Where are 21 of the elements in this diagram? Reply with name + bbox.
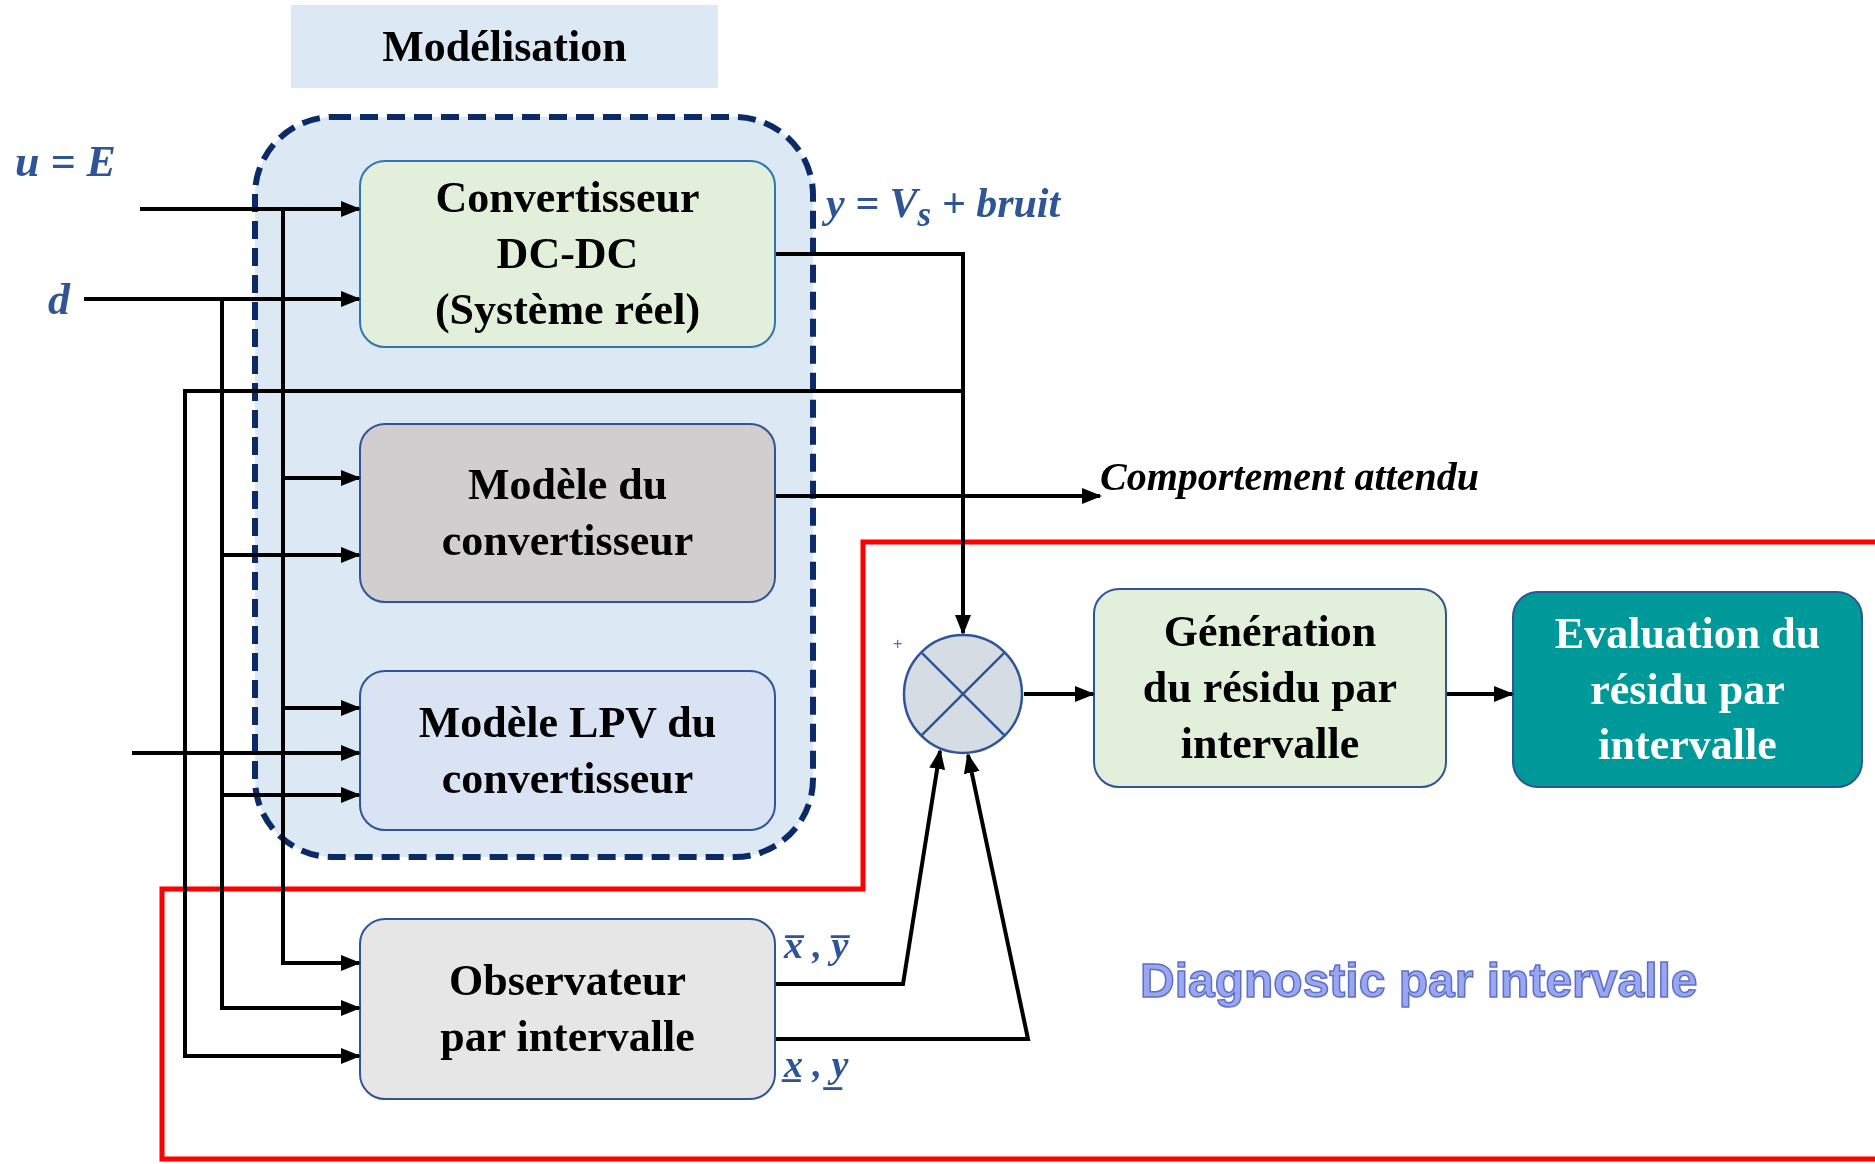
signal-label: u = E [15, 138, 140, 214]
model-box: Modèle du convertisseur [359, 423, 776, 603]
signal-arrow [1447, 686, 1514, 702]
process-box: Convertisseur DC-DC (Système réel) [359, 160, 776, 348]
area-title: Diagnostic par intervalle [1140, 955, 1698, 1008]
signal-arrow [776, 488, 1102, 504]
group-heading: Modélisation [291, 5, 718, 88]
signal-arrow [776, 749, 946, 986]
observer-box: Observateur par intervalle [359, 918, 776, 1100]
model-box: Modèle LPV du convertisseur [359, 670, 776, 831]
signal-arrow [132, 745, 361, 761]
signal-arrow [84, 297, 361, 1016]
signal-arrow [776, 753, 1031, 1041]
signal-arrow [183, 252, 965, 1064]
signal-label: d [48, 276, 84, 322]
output-label: Comportement attendu [1100, 455, 1565, 505]
process-box: Génération du résidu par intervalle [1093, 588, 1447, 788]
signal-arrow [1024, 686, 1095, 702]
plus-sign: + [893, 636, 903, 652]
edge-label: x̅ , y̅ [784, 925, 849, 967]
process-box: Evaluation du résidu par intervalle [1512, 591, 1863, 788]
